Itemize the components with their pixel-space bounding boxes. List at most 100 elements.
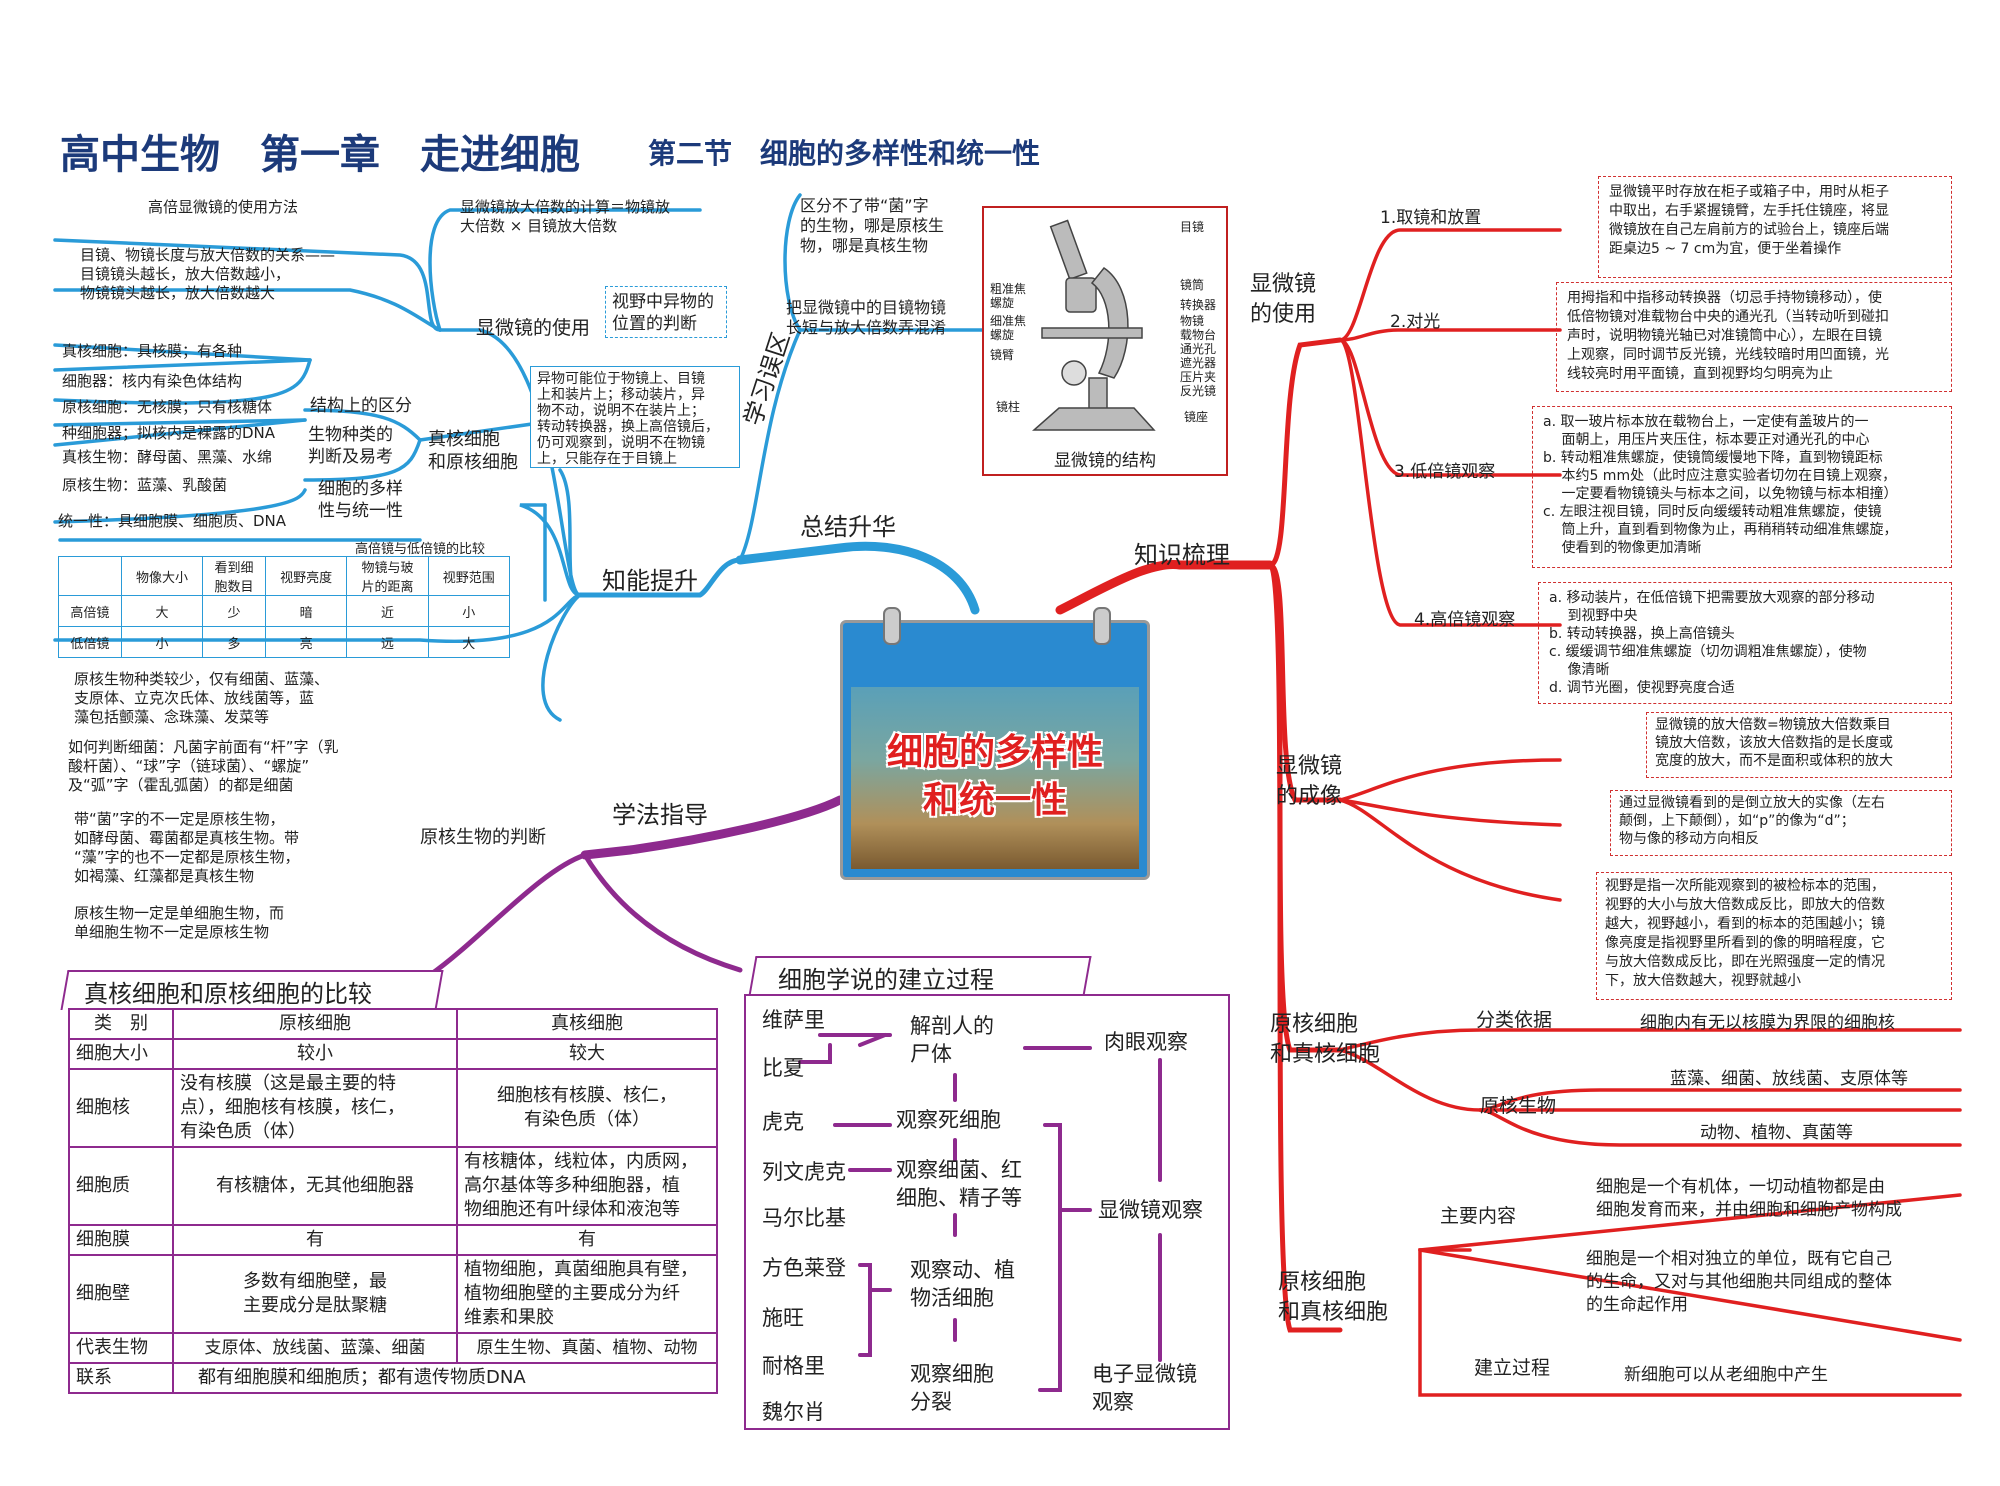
table-row: 联系 都有细胞膜和细胞质；都有遗传物质DNA: [68, 1362, 718, 1394]
ml-mirror: 反光镜: [1180, 384, 1217, 398]
scope-use-node: 显微镜的使用: [476, 317, 591, 339]
table-row: 低倍镜 小 多 亮 远 大: [58, 626, 511, 658]
ml-aperture: 通光孔: [1180, 342, 1217, 356]
step-dissect: 解剖人的 尸体: [910, 1014, 994, 1066]
pro-text-2: 动物、植物、真菌等: [1700, 1123, 1853, 1143]
branch-zhishi: 知识梳理: [1134, 541, 1230, 569]
species-diff: 生物种类的 判断及易考: [308, 425, 393, 467]
struct-diff: 结构上的区分: [310, 396, 412, 416]
basis-label: 分类依据: [1476, 1009, 1553, 1031]
table-header-row: 类 别 原核细胞 真核细胞: [68, 1008, 718, 1040]
wuqu-text-2: 把显微镜中的目镜物镜 长短与放大倍数弄混淆: [786, 298, 947, 337]
level-naked-eye: 肉眼观察: [1104, 1030, 1188, 1054]
wuqu-text-1: 区分不了带“菌”字 的生物，哪是原核生 物，哪是真核生物: [800, 196, 945, 255]
ml-eyepiece: 目镜: [1180, 220, 1205, 234]
comparison-table: 类 别 原核细胞 真核细胞 细胞大小 较小 较大 细胞核 没有核膜（这是最主要的…: [68, 1008, 718, 1394]
imaging-text-1: 显微镜的放大倍数=物镜放大倍数乘目 镜放大倍数，该放大倍数指的是长度或 宽度的放…: [1646, 712, 1952, 778]
step-bacteria: 观察细菌、红 细胞、精子等: [896, 1158, 1022, 1210]
ml-arm: 镜臂: [990, 348, 1015, 362]
zn-item-2: 细胞器：核内有染色体结构: [62, 372, 243, 390]
center-image: [851, 687, 1139, 869]
page-title: 高中生物 第一章 走进细胞: [60, 132, 580, 178]
zn-item-4: 种细胞器；拟核内是裸露的DNA: [62, 424, 276, 442]
center-title-2: 和统一性: [922, 780, 1067, 821]
microscope-figure: 目镜 镜筒 转换器 物镜 载物台 通光孔 遮光器 压片夹 反光镜 镜座 粗准焦 …: [982, 206, 1228, 476]
zn-item-1: 真核细胞：具核膜；有各种: [62, 342, 243, 360]
theory-title: 细胞学说的建立过程: [778, 966, 994, 994]
step-label-3: 3.低倍镜观察: [1394, 462, 1496, 482]
scope-compare-caption: 高倍镜与低倍镜的比较: [355, 542, 486, 557]
zn-item-5: 真核生物：酵母菌、黑藻、水绵: [62, 448, 273, 466]
step-text-4: a. 移动装片，在低倍镜下把需要放大观察的部分移动 到视野中央 b. 转动转换器…: [1538, 582, 1952, 704]
person-hooke: 虎克: [762, 1110, 804, 1134]
zn-item-3: 原核细胞：无核膜；只有核糖体: [62, 398, 273, 416]
basis-text: 细胞内有无以核膜为界限的细胞核: [1640, 1013, 1895, 1033]
level-electron-microscope: 电子显微镜 观察: [1092, 1362, 1197, 1414]
table-row: 细胞核 没有核膜（这是最主要的特 点），细胞核有核膜，核仁， 有染色质（体） 细…: [68, 1068, 718, 1148]
step-label-4: 4.高倍镜观察: [1414, 610, 1516, 630]
diversity-unity: 细胞的多样 性与统一性: [318, 479, 403, 521]
branch-zhineng: 知能提升: [602, 567, 698, 595]
branch-zongjie: 总结升华: [800, 513, 896, 541]
microscope-icon: [1032, 219, 1156, 431]
person-vesalius: 维萨里: [762, 1008, 825, 1032]
ml-clip: 压片夹: [1180, 370, 1217, 384]
step-label-1: 1.取镜和放置: [1380, 208, 1482, 228]
table-row: 代表生物 支原体、放线菌、蓝藻、细菌 原生生物、真菌、植物、动物: [68, 1332, 718, 1364]
person-bichat: 比夏: [762, 1056, 804, 1080]
xuefa-text-4: 原核生物一定是单细胞生物，而 单细胞生物不一定是原核生物: [74, 904, 285, 941]
th-1: 物像大小: [120, 556, 204, 596]
step-text-2: 用拇指和中指移动转换器（切忌手持物镜移动），使 低倍物镜对准载物台中央的通光孔（…: [1556, 282, 1952, 392]
ml-nosepiece: 转换器: [1180, 298, 1217, 312]
ml-tube: 镜筒: [1180, 278, 1205, 292]
theory-frame: [744, 994, 1230, 1430]
branch-xuefa: 学法指导: [612, 801, 708, 829]
step-label-2: 2.对光: [1390, 312, 1441, 332]
person-nageli: 耐格里: [762, 1354, 825, 1378]
ml-coarse: 粗准焦 螺旋: [990, 282, 1027, 310]
build-text: 新细胞可以从老细胞中产生: [1624, 1365, 1828, 1385]
xuefa-text-3: 带“菌”字的不一定是原核生物， 如酵母菌、霉菌都是真核生物。带 “藻”字的也不一…: [74, 810, 300, 885]
usage-method: 高倍显微镜的使用方法: [148, 198, 299, 216]
person-leeuwenhoek: 列文虎克: [762, 1160, 846, 1184]
pro-label: 原核生物: [1480, 1095, 1557, 1117]
build-label: 建立过程: [1474, 1357, 1551, 1379]
center-card: 细胞的多样性 和统一性: [840, 607, 1150, 880]
binder-ring-right: [1093, 607, 1111, 645]
th-5: 视野范围: [427, 556, 511, 596]
xuefa-text-2: 如何判断细菌：凡菌字前面有“杆”字（乳 酸杆菌）、“球”字（链球菌）、“螺旋” …: [68, 738, 339, 794]
ml-base: 镜座: [1184, 410, 1209, 424]
table-row: 细胞膜 有 有: [68, 1224, 718, 1256]
step-division: 观察细胞 分裂: [910, 1362, 994, 1414]
foreign-body-text: 异物可能位于物镜上、目镜 上和装片上；移动装片，异 物不动，说明不在装片上； 转…: [530, 366, 740, 468]
zs-theory-node: 原核细胞 和真核细胞: [1278, 1270, 1389, 1325]
main-content-label: 主要内容: [1440, 1205, 1517, 1227]
step-dead-cells: 观察死细胞: [896, 1108, 1001, 1132]
zs-euk-pro: 原核细胞 和真核细胞: [1270, 1012, 1381, 1067]
person-virchow: 魏尔肖: [762, 1400, 825, 1424]
ml-pillar: 镜柱: [996, 400, 1021, 414]
scope-compare-table: 物像大小 看到细 胞数目 视野亮度 物镜与玻 片的距离 视野范围 高倍镜 大 少…: [58, 556, 511, 658]
main-content-1: 细胞是一个有机体，一切动植物都是由 细胞发育而来，并由细胞和细胞产物构成: [1596, 1177, 1902, 1220]
main-content-2: 细胞是一个相对独立的单位，既有它自己 的生命，又对与其他细胞共同组成的整体 的生…: [1586, 1249, 1892, 1315]
person-schleiden: 方色莱登: [762, 1256, 846, 1280]
ml-objective: 物镜: [1180, 314, 1205, 328]
pro-judge-node: 原核生物的判断: [420, 827, 546, 848]
step-living-cells: 观察动、植 物活细胞: [910, 1258, 1015, 1310]
comparison-title: 真核细胞和原核细胞的比较: [84, 980, 372, 1008]
th-3: 视野亮度: [264, 556, 348, 596]
xuefa-text-1: 原核生物种类较少，仅有细菌、蓝藻、 支原体、立克次氏体、放线菌等，蓝 藻包括颤藻…: [74, 670, 330, 726]
ml-stage: 载物台: [1180, 328, 1217, 342]
table-row: 细胞质 有核糖体，无其他细胞器 有核糖体，线粒体，内质网， 高尔基体等多种细胞器…: [68, 1146, 718, 1226]
person-schwann: 施旺: [762, 1306, 804, 1330]
imaging-text-3: 视野是指一次所能观察到的被检标本的范围， 视野的大小与放大倍数成反比，即放大的倍…: [1596, 872, 1952, 1000]
magnification-calc: 显微镜放大倍数的计算＝物镜放 大倍数 × 目镜放大倍数: [460, 198, 671, 235]
microscope-caption: 显微镜的结构: [1054, 451, 1156, 471]
step-text-3: a. 取一玻片标本放在载物台上，一定使有盖玻片的一 面朝上，用压片夹压住，标本要…: [1532, 406, 1952, 568]
zn-item-6: 原核生物：蓝藻、乳酸菌: [62, 476, 228, 494]
imaging-text-2: 通过显微镜看到的是倒立放大的实像（左右 颠倒，上下颠倒），如“p”的像为“d”；…: [1610, 790, 1952, 856]
binder-ring-left: [883, 607, 901, 645]
th-2: 看到细 胞数目: [202, 556, 266, 596]
zs-imaging: 显微镜 的成像: [1276, 754, 1343, 809]
page-subtitle: 第二节 细胞的多样性和统一性: [648, 137, 1041, 170]
